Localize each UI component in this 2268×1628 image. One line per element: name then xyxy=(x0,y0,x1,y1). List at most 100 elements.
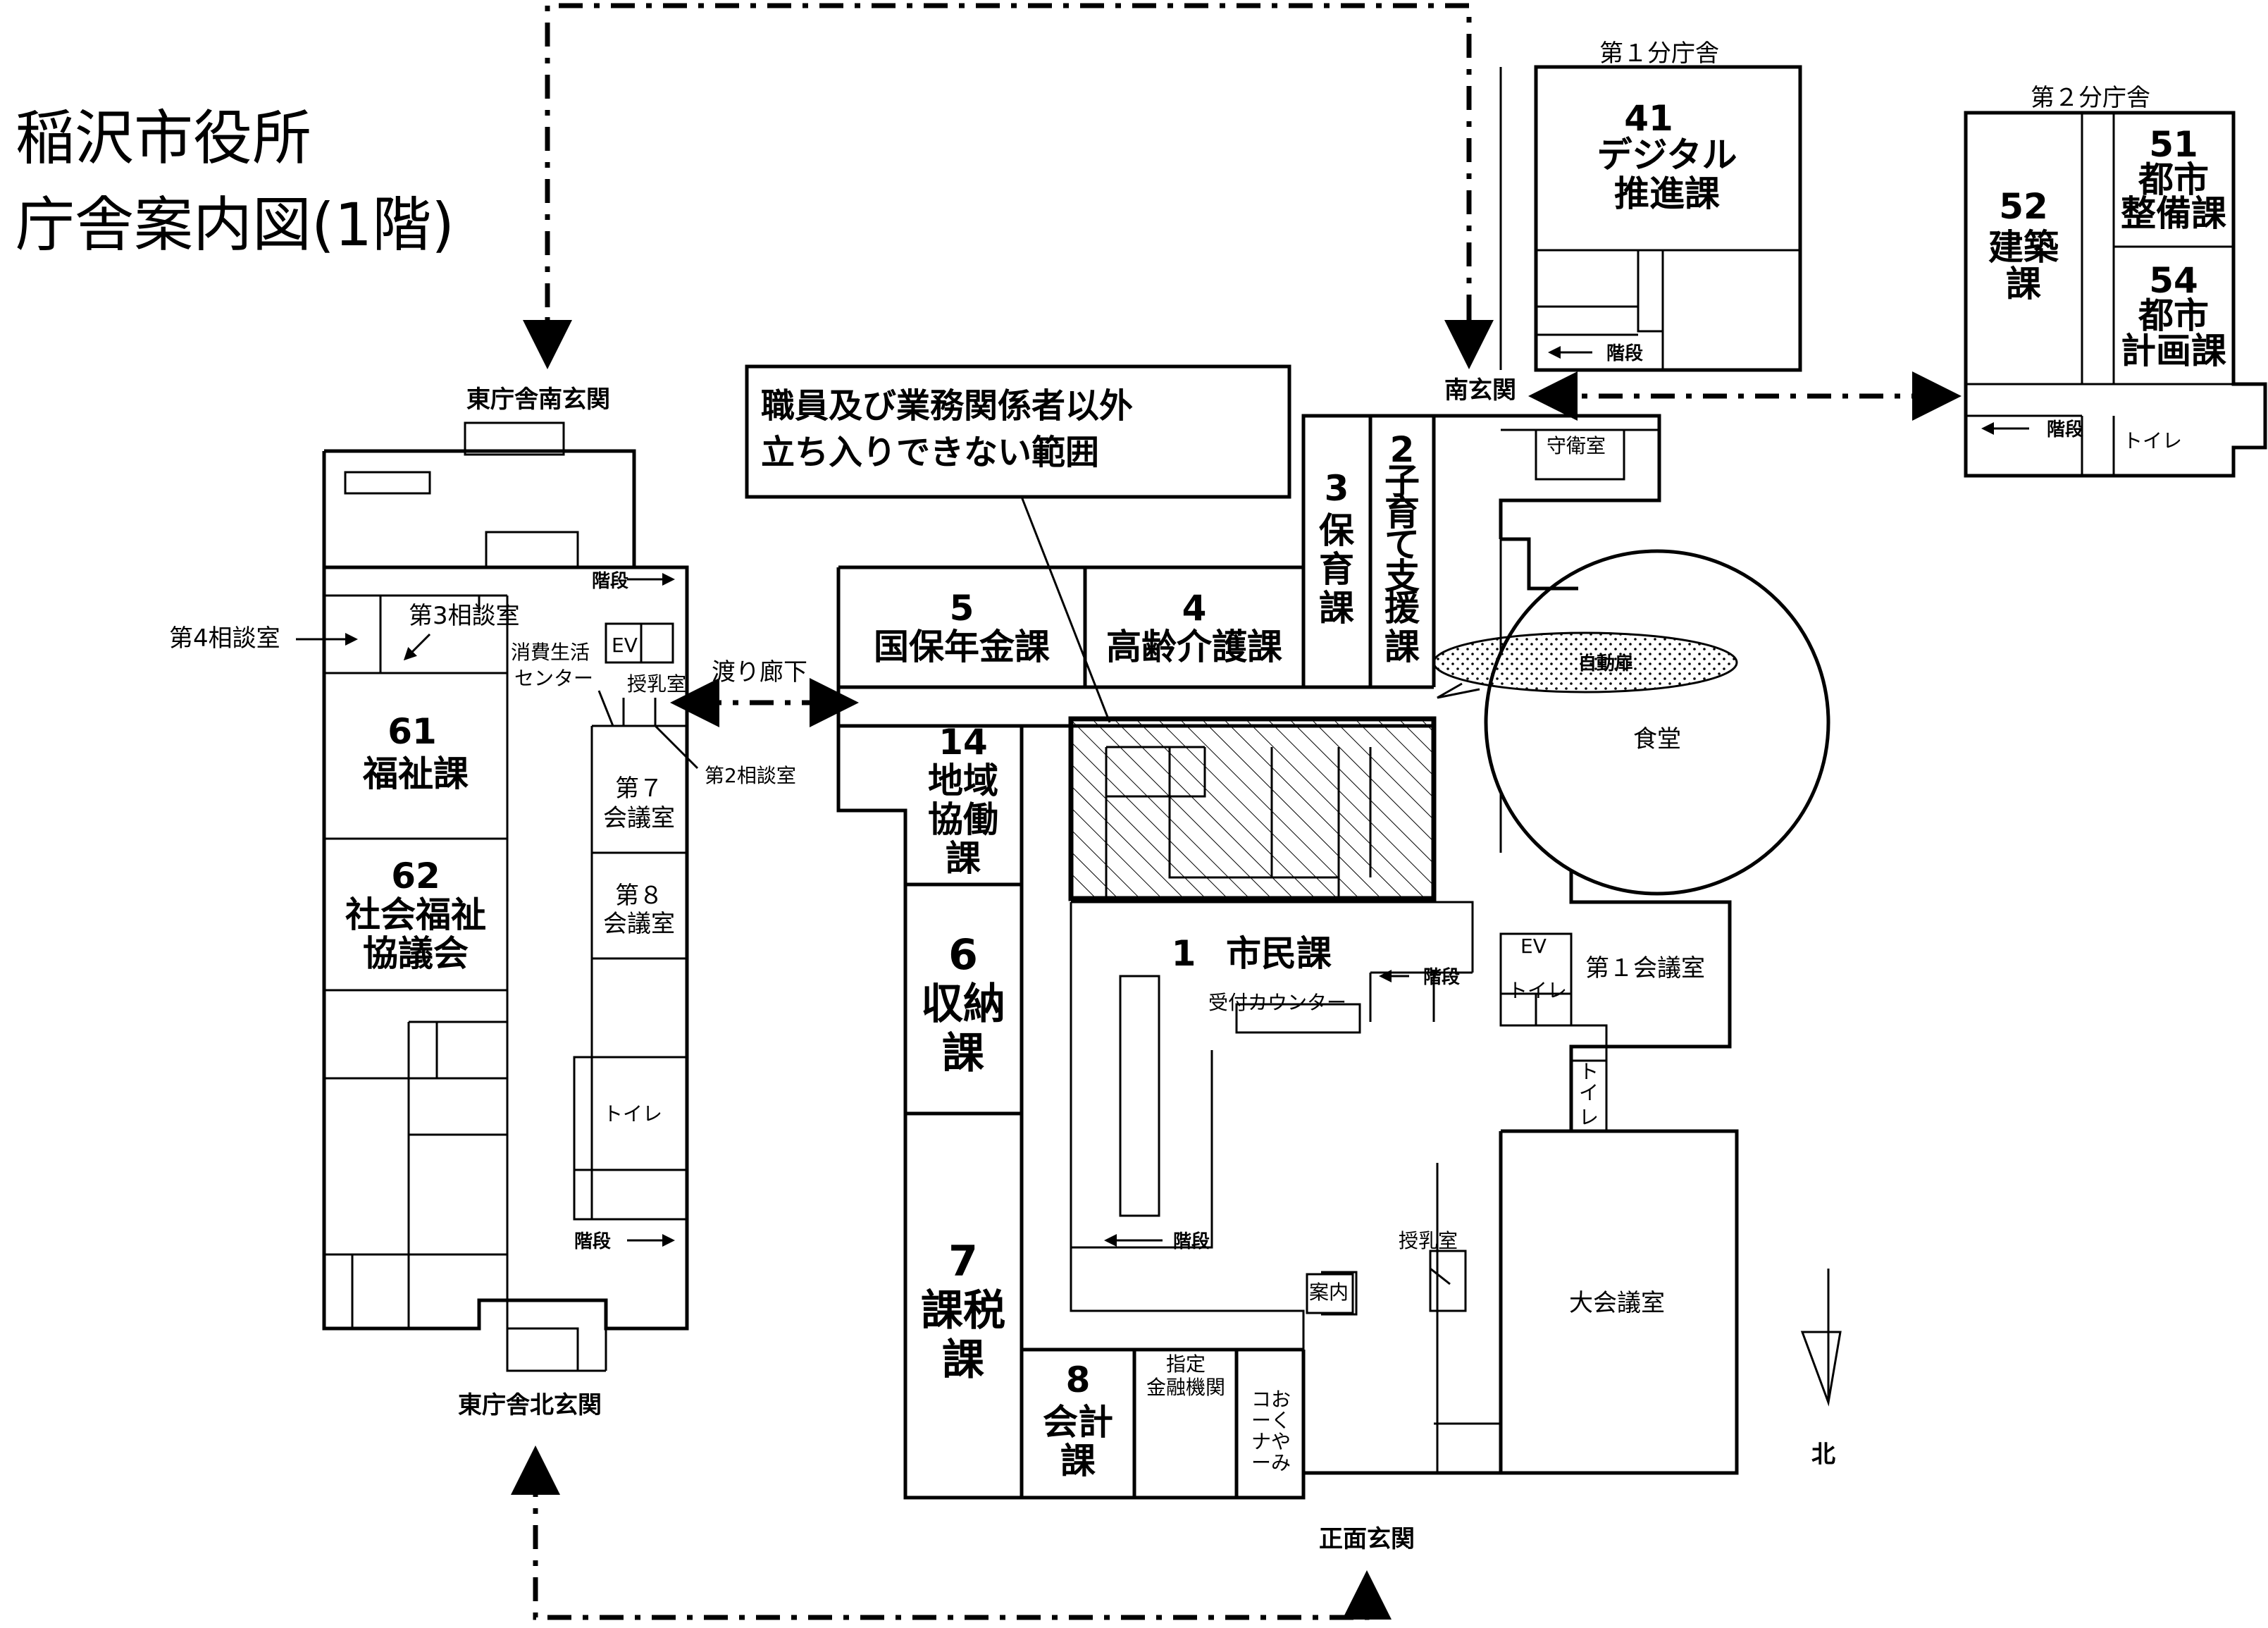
restricted-callout xyxy=(745,364,1291,723)
toilet-v-2: イ xyxy=(1579,1081,1599,1104)
dept-1-l1: 市民課 xyxy=(1226,933,1332,974)
dept-8-l1: 会計 xyxy=(1043,1402,1113,1443)
room-consult2: 第2相談室 xyxy=(705,764,796,787)
room-consult4: 第4相談室 xyxy=(169,624,280,653)
dept-52-l1: 建築 xyxy=(1988,227,2059,268)
dept-2-c2: 育 xyxy=(1384,493,1420,534)
dept-61-l1: 福祉課 xyxy=(362,753,469,794)
main-building xyxy=(836,414,1739,1500)
dept-1-num: 1 xyxy=(1172,933,1196,974)
dept-52-num: 52 xyxy=(1999,186,2048,227)
stairs-annex2: 階段 xyxy=(2047,419,2083,440)
condolence-a2: く xyxy=(1271,1409,1291,1432)
cafeteria xyxy=(1432,537,1830,896)
dept-41-l1: デジタル xyxy=(1597,135,1737,175)
dept-41-num: 41 xyxy=(1624,98,1673,139)
dept-61-num: 61 xyxy=(388,711,437,752)
walking-routes xyxy=(511,3,1962,1620)
annex1-label: 第１分庁舎 xyxy=(1599,39,1719,68)
room-meeting7-l2: 会議室 xyxy=(603,804,675,832)
dept-7-num: 7 xyxy=(948,1237,978,1286)
dept-62-l2: 協議会 xyxy=(363,933,469,974)
callout-line1: 職員及び業務関係者以外 xyxy=(761,386,1133,426)
dept-62-num: 62 xyxy=(391,856,440,896)
dept-62-l1: 社会福祉 xyxy=(345,894,486,935)
cafeteria-label: 食堂 xyxy=(1633,725,1681,753)
stair-arrows xyxy=(296,346,2029,1285)
dept-2-c1: 子 xyxy=(1384,461,1420,502)
dept-2-c5: 援 xyxy=(1384,588,1420,629)
auto-door-label: 自動扉 xyxy=(1578,653,1633,674)
room-toilet-main: トイレ xyxy=(1508,979,1567,1002)
restricted-area xyxy=(1068,716,1437,901)
dept-8-l2: 課 xyxy=(1060,1441,1096,1481)
room-consult3: 第3相談室 xyxy=(409,602,520,630)
room-guard: 守衛室 xyxy=(1547,434,1606,457)
condolence-b3: ナ xyxy=(1251,1430,1271,1453)
dept-51-num: 51 xyxy=(2149,124,2198,165)
dept-8-num: 8 xyxy=(1066,1359,1091,1400)
compass-north: 北 xyxy=(1811,1441,1835,1469)
room-ev-main: EV xyxy=(1520,935,1547,958)
room-consumer-l1: 消費生活 xyxy=(511,641,590,664)
stairs-east-bottom: 階段 xyxy=(574,1231,611,1252)
room-labels: 職員及び業務関係者以外 立ち入りできない範囲 東庁舎南玄関 東庁舎北玄関 南玄関… xyxy=(169,39,2226,1553)
dept-7-l2: 課 xyxy=(942,1336,984,1385)
dept-7-l1: 課税 xyxy=(921,1286,1005,1336)
room-consumer-l2: センター xyxy=(514,667,593,690)
room-nursing-main: 授乳室 xyxy=(1399,1229,1458,1252)
condolence-a4: み xyxy=(1271,1451,1291,1474)
room-toilet-east: トイレ xyxy=(603,1102,662,1126)
dept-2-c6: 課 xyxy=(1384,627,1420,667)
dept-4-num: 4 xyxy=(1182,588,1207,629)
corridor-label: 渡り廊下 xyxy=(712,658,807,686)
map-title-line1: 稲沢市役所 xyxy=(16,104,311,173)
dept-3-c1: 保 xyxy=(1319,510,1355,551)
dept-14-num: 14 xyxy=(938,722,988,763)
dept-51-l2: 整備課 xyxy=(2121,193,2226,234)
dept-5-num: 5 xyxy=(950,588,974,629)
room-meeting1: 第１会議室 xyxy=(1585,954,1705,982)
dept-51-l1: 都市 xyxy=(2138,159,2209,200)
toilet-v-3: レ xyxy=(1579,1106,1599,1129)
dept-54-num: 54 xyxy=(2149,260,2198,301)
dept-2-c4: 支 xyxy=(1384,556,1420,597)
annex2-label: 第２分庁舎 xyxy=(2031,84,2150,112)
room-meeting7-l1: 第７ xyxy=(615,775,663,803)
condolence-b4: ー xyxy=(1251,1451,1271,1474)
entrance-south: 南玄関 xyxy=(1444,376,1516,405)
reception-counter: 受付カウンター xyxy=(1208,991,1346,1014)
dept-14-l1: 地域 xyxy=(928,760,998,801)
room-meeting8-l1: 第８ xyxy=(615,882,663,910)
dept-3-c2: 育 xyxy=(1319,549,1354,590)
east-building xyxy=(322,421,689,1372)
annex-1 xyxy=(1499,65,1802,372)
dept-52-l2: 課 xyxy=(2006,264,2041,304)
dept-3-num: 3 xyxy=(1325,468,1349,509)
dept-14-l2: 協働 xyxy=(928,799,998,840)
condolence-a3: や xyxy=(1271,1430,1291,1453)
entrance-east-south: 東庁舎南玄関 xyxy=(466,386,610,414)
stairs-annex1: 階段 xyxy=(1606,343,1643,364)
stairs-main-right: 階段 xyxy=(1423,966,1460,988)
room-meeting8-l2: 会議室 xyxy=(603,910,675,938)
room-ev-east: EV xyxy=(612,634,638,657)
condolence-a1: お xyxy=(1271,1388,1291,1411)
dept-14-l3: 課 xyxy=(946,838,981,879)
dept-6-num: 6 xyxy=(948,930,978,980)
dept-2-num: 2 xyxy=(1390,429,1415,470)
auto-door-callout xyxy=(1432,631,1738,693)
dept-6-l2: 課 xyxy=(942,1029,984,1078)
dept-54-l2: 計画課 xyxy=(2121,331,2226,371)
condolence-b1: コ xyxy=(1251,1388,1271,1411)
dept-5-l1: 国保年金課 xyxy=(874,627,1050,667)
map-title-line2: 庁舎案内図(1階) xyxy=(16,190,454,259)
annex-2 xyxy=(1964,111,2267,478)
callout-line2: 立ち入りできない範囲 xyxy=(761,433,1099,472)
room-hall: 大会議室 xyxy=(1569,1289,1665,1317)
dept-6-l1: 収納 xyxy=(921,980,1005,1029)
room-info: 案内 xyxy=(1309,1281,1349,1304)
room-bank-l2: 金融機関 xyxy=(1146,1376,1225,1399)
stairs-east-top: 階段 xyxy=(592,570,628,592)
